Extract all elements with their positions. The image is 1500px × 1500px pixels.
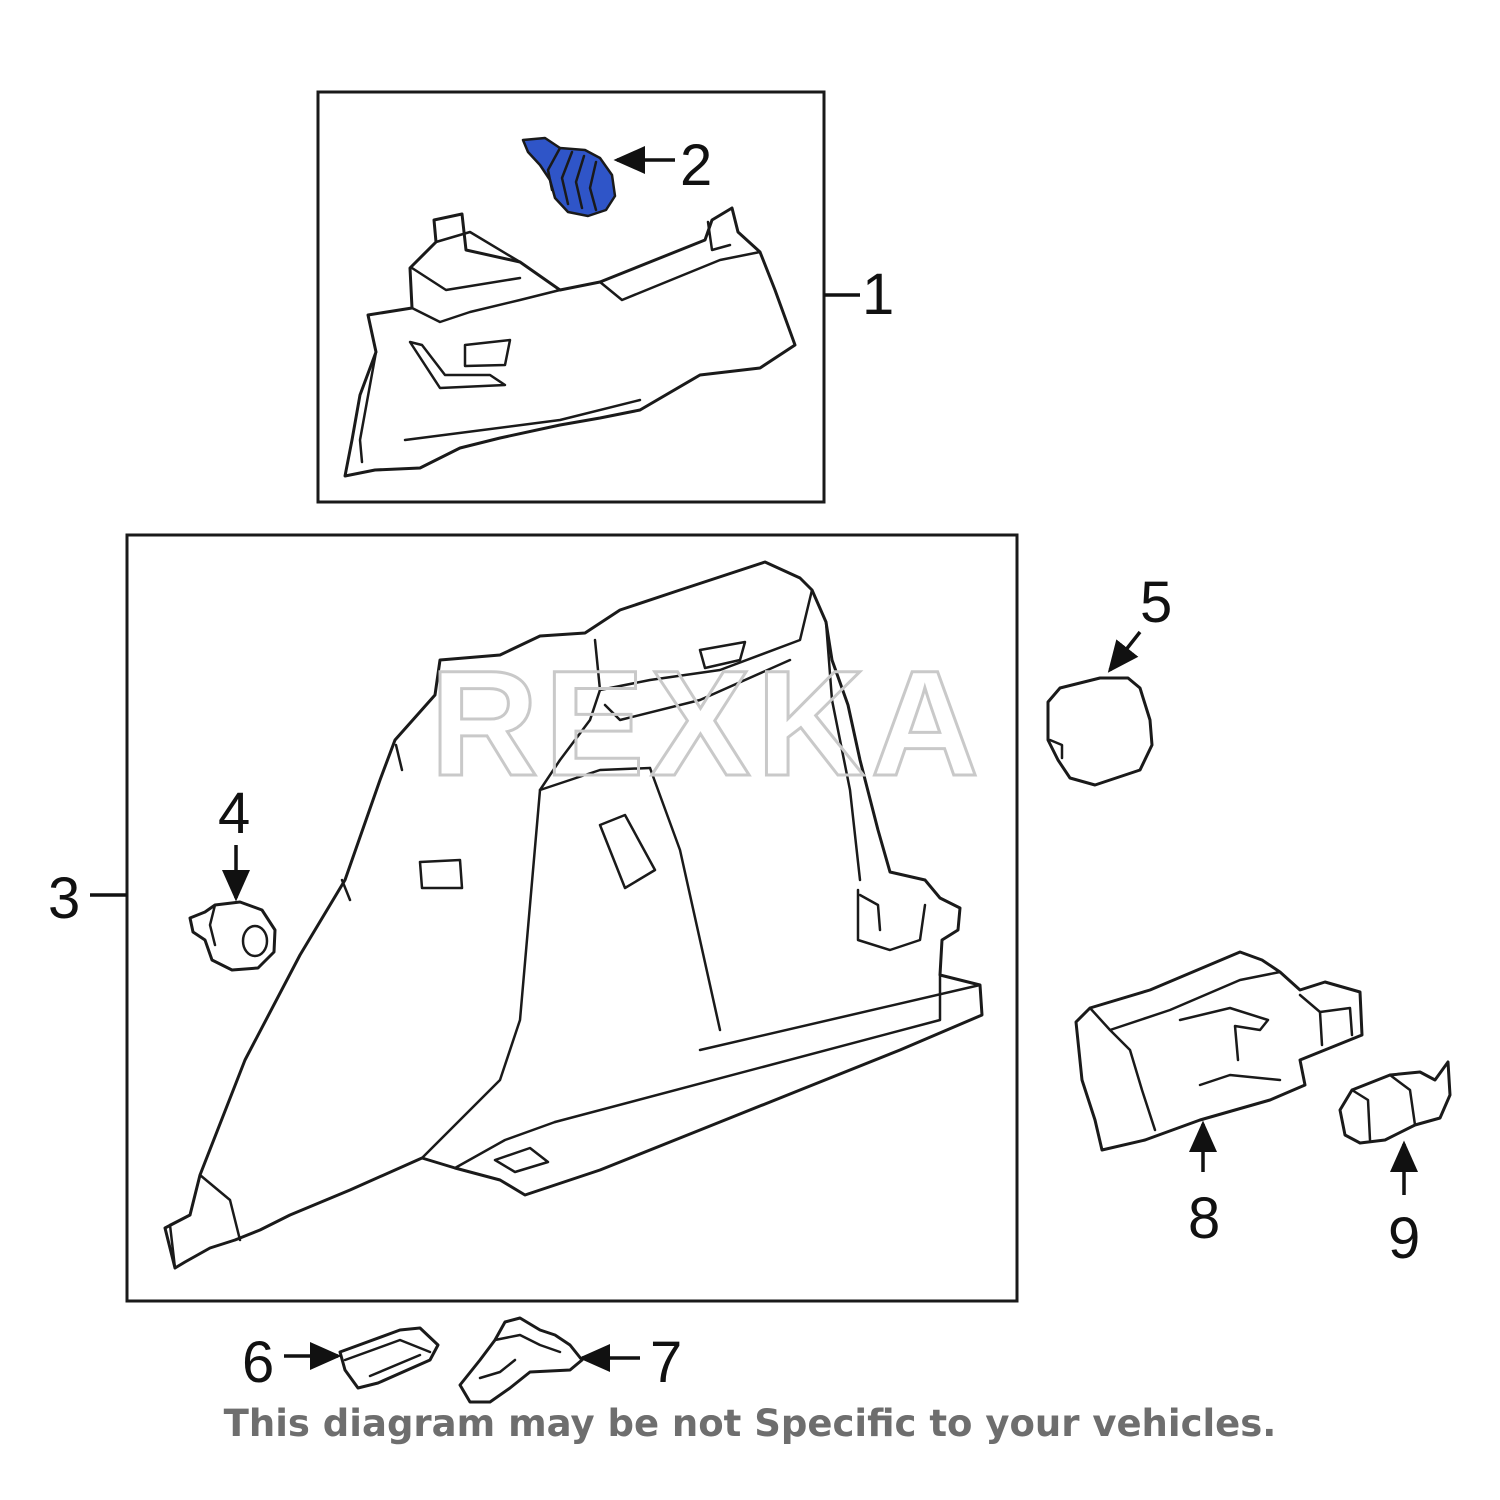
part-4-push-retainer	[188, 900, 277, 972]
part-1-upper-trim-panel	[343, 206, 797, 478]
callout-5: 5	[1140, 570, 1172, 635]
part-9-bulb	[1338, 1060, 1452, 1145]
disclaimer-text: This diagram may be not Specific to your…	[223, 1402, 1277, 1445]
callout-7: 7	[650, 1330, 682, 1395]
part-8-housing	[1074, 950, 1364, 1152]
group-frame-top	[316, 90, 826, 504]
callout-4: 4	[218, 781, 250, 846]
part-2-retainer-clip	[521, 136, 617, 218]
callout-3: 3	[48, 866, 80, 931]
part-5-cover-cap	[1046, 676, 1154, 787]
part-6-pad	[338, 1326, 440, 1390]
part-3-lower-quarter-panel	[163, 560, 984, 1270]
callout-1: 1	[862, 262, 894, 327]
watermark-text: REXKA	[430, 639, 985, 807]
leader-5	[1107, 630, 1142, 673]
part-7-bracket	[458, 1316, 584, 1404]
callout-2: 2	[680, 133, 712, 198]
callout-8: 8	[1188, 1186, 1220, 1251]
group-frame-part-3	[125, 533, 1019, 1303]
callout-6: 6	[242, 1330, 274, 1395]
callout-9: 9	[1388, 1206, 1420, 1271]
